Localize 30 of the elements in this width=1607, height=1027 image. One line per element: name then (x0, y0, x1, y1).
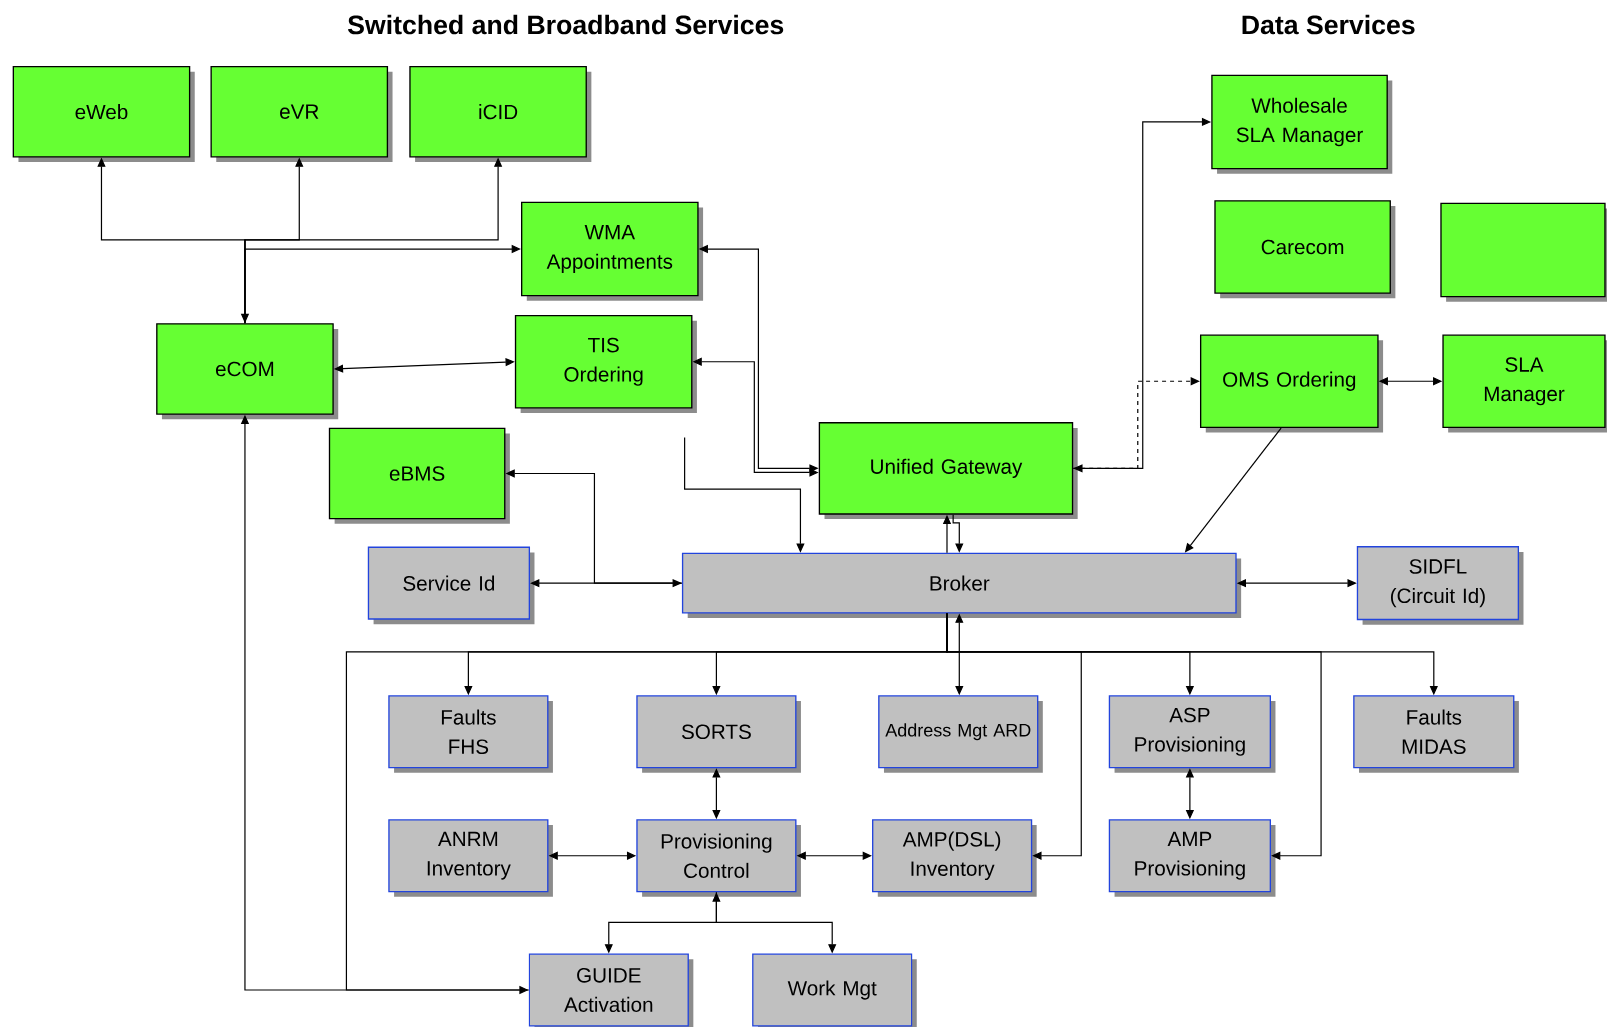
system-box: AMP Provisioning (1108, 819, 1276, 897)
system-box: Address Mgt ARD (878, 695, 1043, 773)
system-box: Unified Gateway (818, 422, 1078, 520)
system-box: Wholesale SLA Manager (1211, 74, 1393, 174)
system-box: WMA Appointments (521, 201, 704, 301)
system-box: Work Mgt (752, 953, 917, 1027)
system-box: Faults FHS (388, 695, 553, 773)
system-box: Carecom (1214, 200, 1396, 299)
system-box: OMS Ordering (1200, 334, 1384, 433)
system-box: SORTS (636, 695, 801, 773)
system-box: GUIDE Activation (528, 953, 694, 1027)
system-box: eWeb (12, 66, 195, 162)
system-box: AMP(DSL) Inventory (872, 819, 1037, 897)
system-box: SIDFL (Circuit Id) (1356, 546, 1524, 625)
system-box: eVR (210, 66, 393, 162)
dashed-arrow (1072, 377, 1200, 469)
system-box: ANRM Inventory (388, 819, 553, 897)
system-box: Provisioning Control (636, 819, 801, 897)
system-box (1440, 202, 1607, 302)
system-box: ASP Provisioning (1108, 695, 1276, 773)
system-box: Service Id (367, 546, 535, 625)
system-box: TIS Ordering (514, 315, 697, 414)
system-box: eCOM (156, 323, 339, 420)
system-box: SLA Manager (1442, 334, 1607, 433)
system-box: iCID (409, 66, 592, 162)
system-box: Faults MIDAS (1353, 695, 1519, 773)
system-box: eBMS (328, 427, 510, 524)
system-box: Broker (681, 552, 1242, 619)
section-heading: Data Services (1242, 14, 1415, 35)
section-heading: Switched and Broadband Services (347, 14, 784, 35)
